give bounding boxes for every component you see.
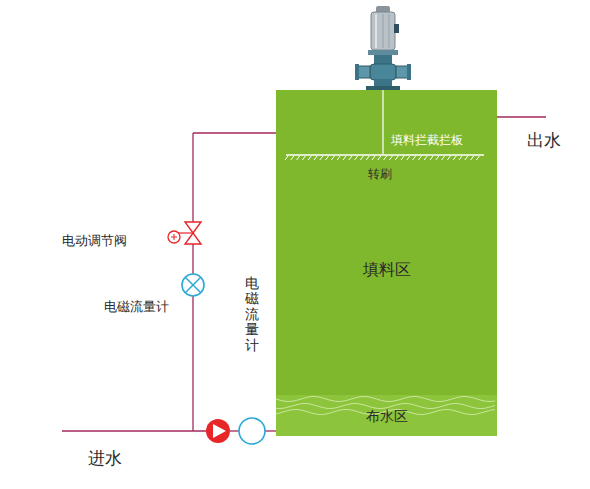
tank-body: 填料区布水区 <box>276 90 497 436</box>
part-label: 填料拦截拦板 <box>391 132 463 149</box>
inlet-pump-symbol <box>206 419 230 443</box>
area-label: 填料区 <box>276 260 497 281</box>
flowmeter-label: 电磁流量计 <box>245 276 259 353</box>
inlet-label: 进水 <box>88 447 122 470</box>
valve-symbol <box>168 222 201 244</box>
flowmeter-symbol <box>182 274 204 296</box>
water-distribution-band: 布水区 <box>276 395 497 436</box>
pump-motor <box>355 6 411 90</box>
outlet-label: 出水 <box>527 129 561 152</box>
valve-label: 电动调节阀 <box>62 232 127 250</box>
area-label: 布水区 <box>276 408 497 426</box>
part-label: 转刷 <box>368 166 392 183</box>
flowmeter-symbol <box>239 418 265 444</box>
flowmeter-label: 电磁流量计 <box>104 298 169 316</box>
